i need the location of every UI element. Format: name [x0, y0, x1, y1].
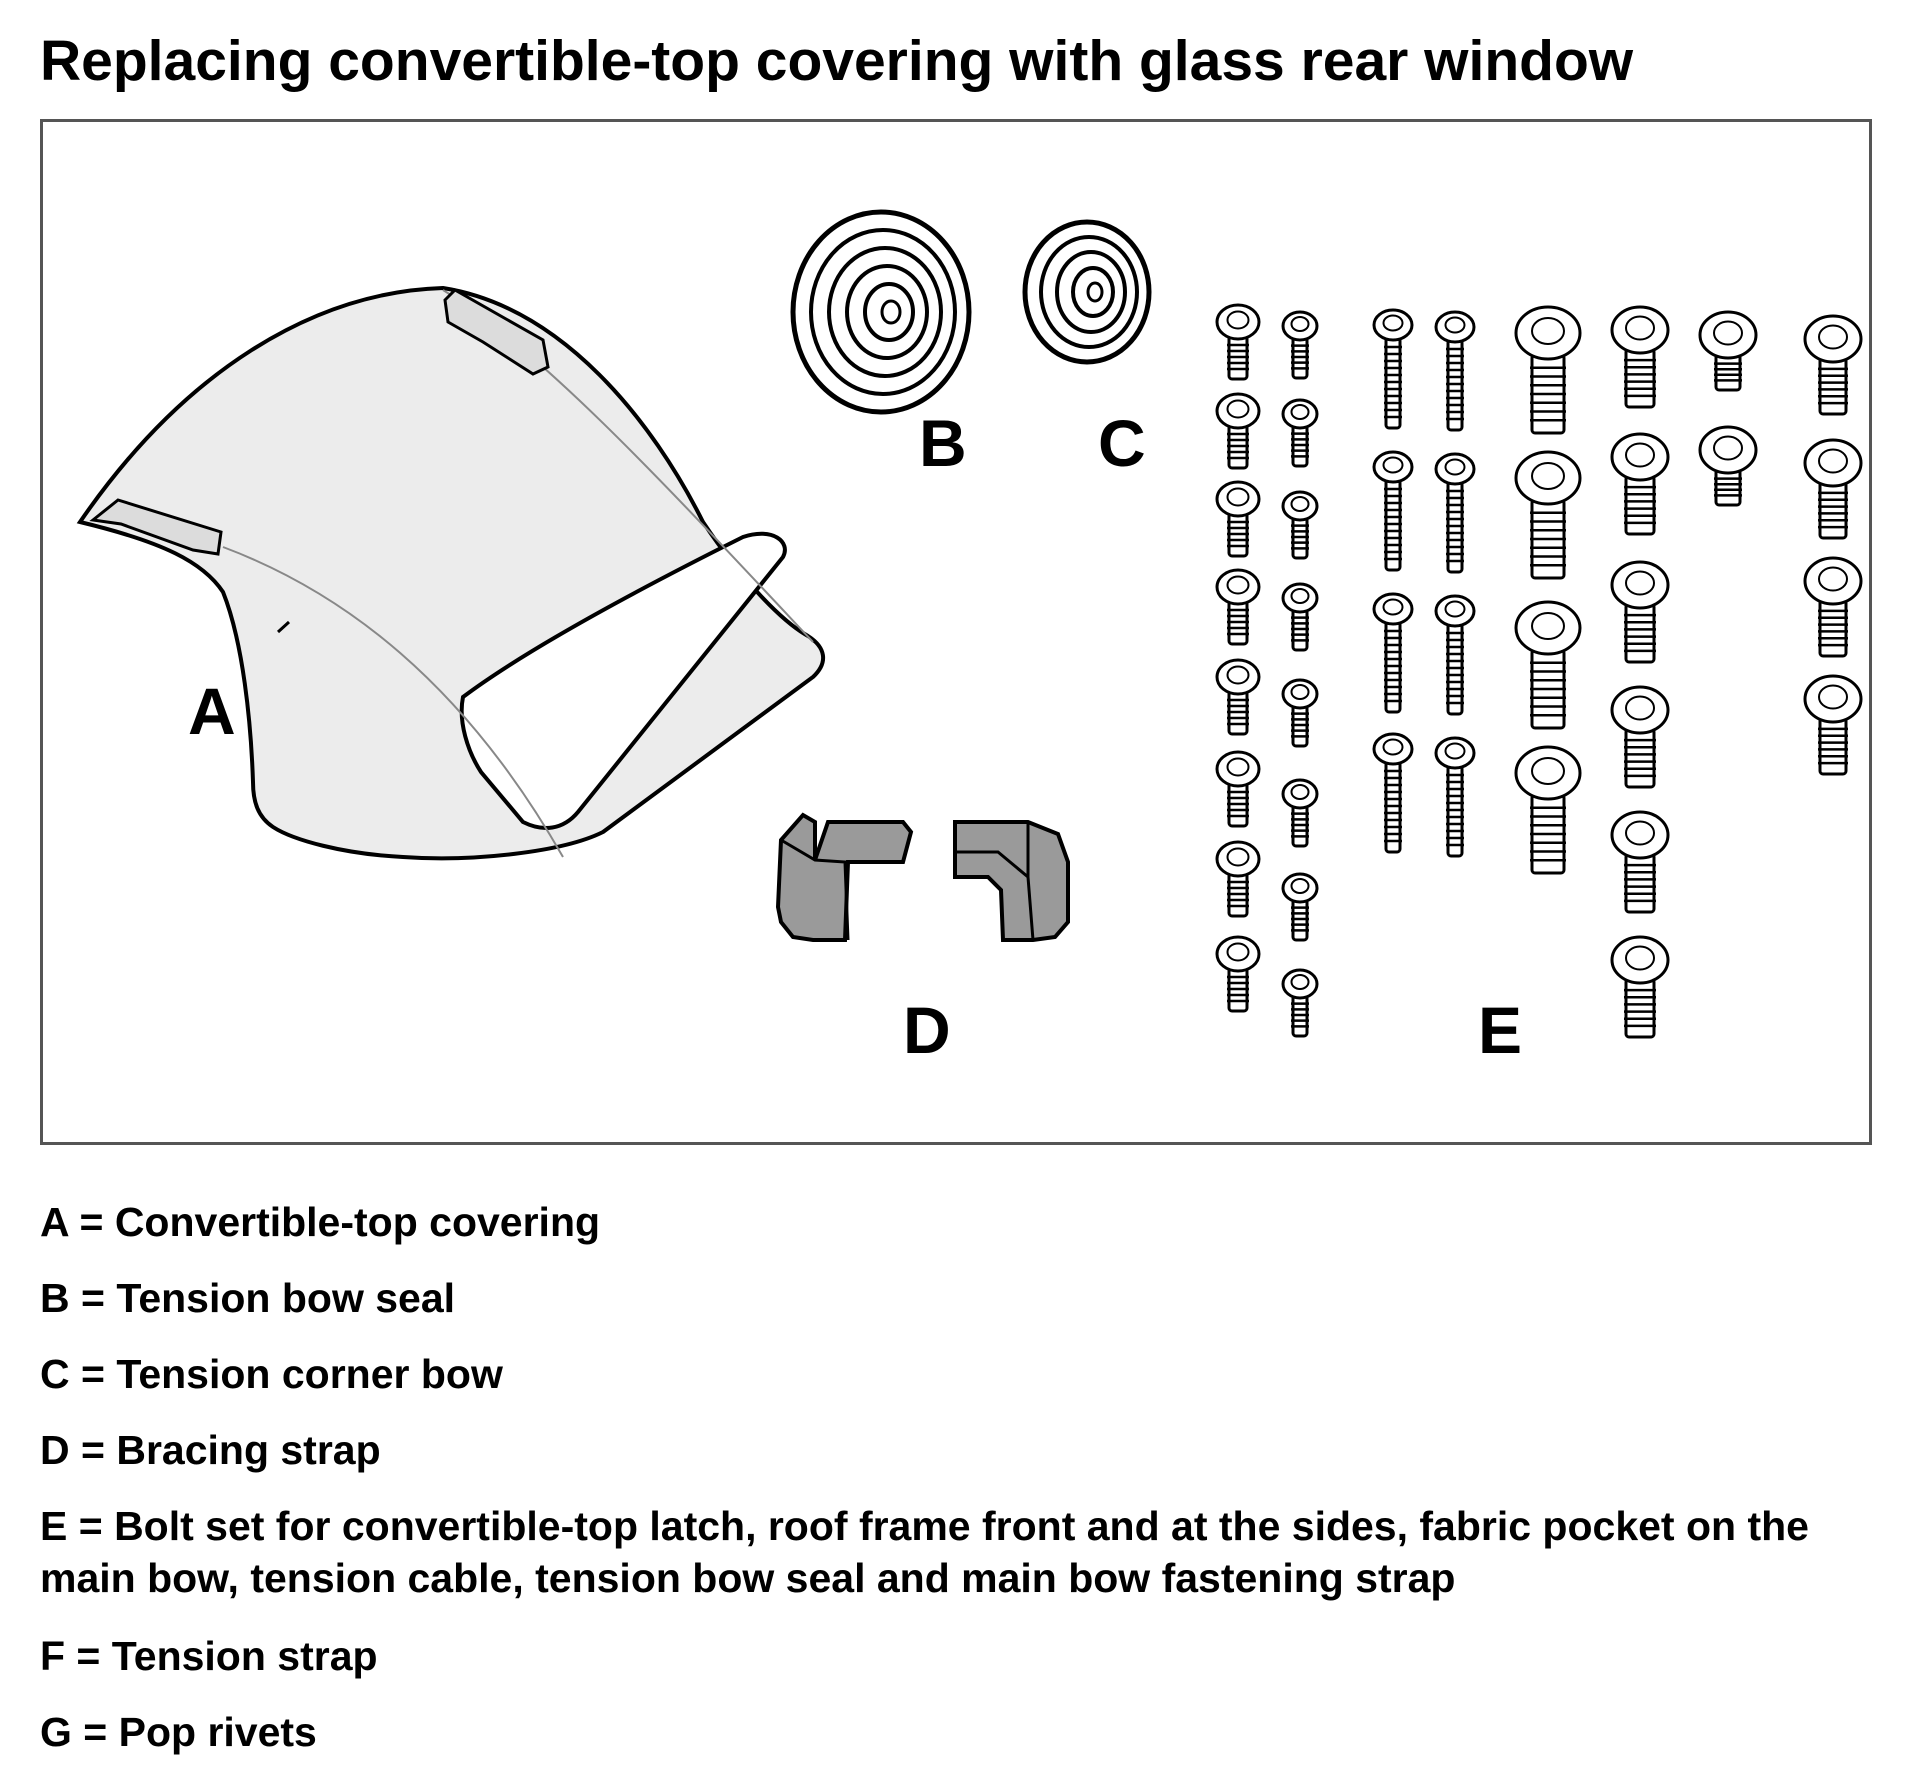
legend-item-b: B = Tension bow seal: [40, 1275, 456, 1321]
bolt: [1514, 450, 1582, 580]
bolt: [1610, 305, 1670, 409]
label-a: A: [188, 674, 236, 748]
bolt: [1281, 968, 1319, 1038]
bolt: [1434, 452, 1476, 574]
bolt: [1610, 935, 1670, 1039]
bolt: [1610, 810, 1670, 914]
bolt: [1215, 480, 1261, 558]
bracing-strap-right: [953, 820, 1070, 942]
bolt: [1803, 438, 1863, 540]
bolt: [1803, 556, 1863, 658]
legend-item-g: G = Pop rivets: [40, 1709, 317, 1755]
bolt: [1434, 310, 1476, 432]
bolt: [1803, 314, 1863, 416]
label-e: E: [1478, 993, 1522, 1067]
bolt: [1215, 840, 1261, 918]
bolt: [1281, 778, 1319, 848]
legend-item-f: F = Tension strap: [40, 1633, 378, 1679]
legend-item-c: C = Tension corner bow: [40, 1351, 503, 1397]
parts-illustration: A B C D E: [76, 209, 1863, 1067]
bolt: [1434, 594, 1476, 716]
bolt: [1434, 736, 1476, 858]
bolt: [1281, 310, 1319, 380]
bolt: [1514, 600, 1582, 730]
label-b: B: [919, 406, 967, 480]
covering-seam: [222, 546, 564, 858]
bolt: [1215, 658, 1261, 736]
rear-latch-tab: [443, 288, 550, 376]
bolt: [1514, 745, 1582, 875]
bolt: [1610, 560, 1670, 664]
bolt: [1215, 750, 1261, 828]
bolt: [1281, 582, 1319, 652]
bolt: [1215, 303, 1261, 381]
tension-corner-bow-roll: [1022, 219, 1152, 365]
convertible-top-covering: [76, 285, 825, 861]
bolt-set: [1215, 303, 1863, 1039]
front-latch-tab: [89, 498, 223, 556]
label-c: C: [1098, 406, 1146, 480]
bolt: [1372, 450, 1414, 572]
bolt: [1372, 592, 1414, 714]
legend-item-e: E = Bolt set for convertible-top latch, …: [40, 1503, 1809, 1601]
bolt: [1514, 305, 1582, 435]
rear-window-glass: [459, 531, 787, 830]
bolt: [1215, 568, 1261, 646]
bolt: [1281, 678, 1319, 748]
legend-item-a: A = Convertible-top covering: [40, 1199, 601, 1245]
bolt: [1372, 732, 1414, 854]
bolt: [1281, 490, 1319, 560]
bolt: [1698, 425, 1758, 507]
bolt: [1610, 685, 1670, 789]
parts-diagram: A B C D E: [40, 119, 1872, 1145]
bolt: [1803, 674, 1863, 776]
bolt: [1281, 872, 1319, 942]
covering-clip: [276, 620, 291, 634]
legend-item-d: D = Bracing strap: [40, 1427, 381, 1473]
bolt: [1610, 432, 1670, 536]
bracing-strap-left: [775, 812, 914, 942]
label-d: D: [903, 993, 951, 1067]
tension-bow-seal-roll: [790, 209, 972, 415]
bolt: [1281, 398, 1319, 468]
bolt: [1372, 308, 1414, 430]
bolt: [1215, 392, 1261, 470]
page-title: Replacing convertible-top covering with …: [40, 29, 1634, 93]
bolt: [1215, 935, 1261, 1013]
bolt: [1698, 310, 1758, 392]
legend: A = Convertible-top covering B = Tension…: [40, 1196, 1880, 1782]
